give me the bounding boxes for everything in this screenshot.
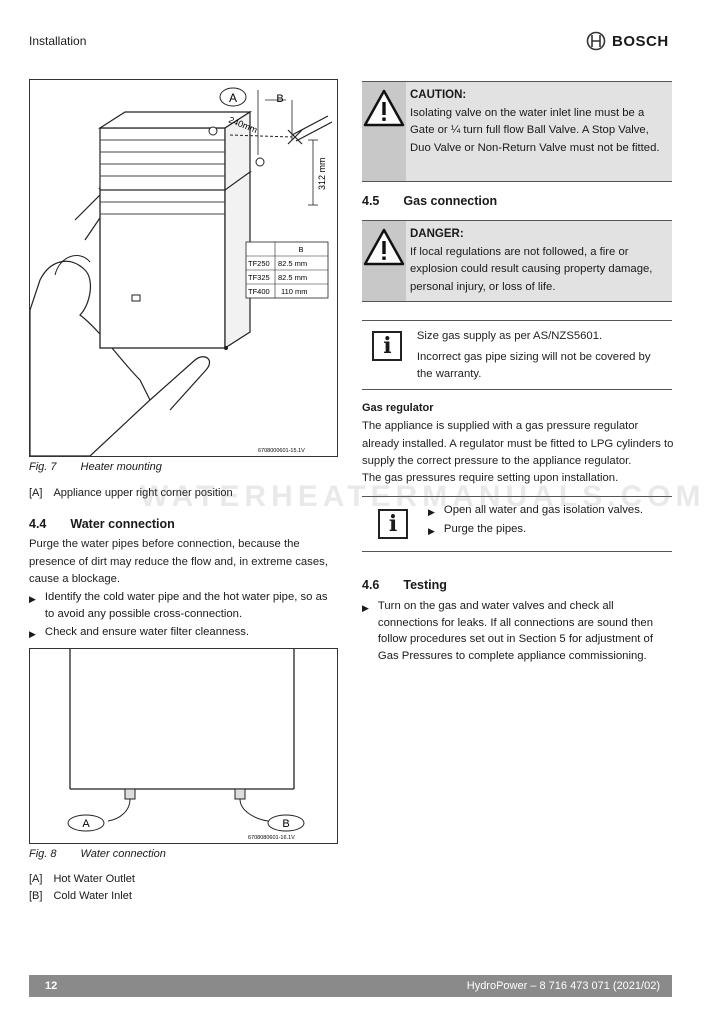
page-number: 12: [45, 980, 58, 992]
figure-title: Water connection: [80, 848, 166, 860]
bullet-arrow-icon: ▶: [362, 603, 369, 613]
legend-key: [B]: [29, 890, 43, 902]
info-icon: i: [372, 331, 403, 361]
bullet-item: ▶ Purge the pipes.: [428, 521, 643, 540]
danger-content: DANGER: If local regulations are not fol…: [406, 221, 672, 301]
table-value: 82.5 mm: [278, 273, 307, 282]
warning-triangle-icon: [363, 89, 405, 127]
table-model: TF250: [248, 259, 270, 268]
info-icon: i: [378, 509, 408, 539]
table-value: 82.5 mm: [278, 259, 307, 268]
info-icon-cell: i: [362, 321, 413, 389]
legend-item: [A] Hot Water Outlet: [29, 871, 135, 888]
dimension-table: B TF250 82.5 mm TF325 82.5 mm TF400 110 …: [245, 241, 329, 299]
warning-icon-cell: [362, 221, 406, 301]
document-reference: HydroPower – 8 716 473 071 (2021/02): [466, 980, 660, 992]
water-intro-paragraph: Purge the water pipes before connection,…: [29, 538, 328, 585]
section-number: 4.5: [362, 194, 380, 208]
warning-triangle-icon: [363, 228, 405, 266]
section-header: Installation: [29, 34, 87, 48]
figure-code: 6708000601-15.1V: [258, 448, 305, 454]
gas-regulator-paragraph: The gas pressures require setting upon i…: [362, 472, 619, 484]
bullet-text: Purge the pipes.: [443, 522, 527, 535]
info-box-purge: i ▶ Open all water and gas isolation val…: [362, 496, 672, 552]
legend-text: Appliance upper right corner position: [53, 487, 233, 499]
figure-8-frame: A B 6708080601-16.1V: [29, 648, 338, 844]
bullet-arrow-icon: ▶: [29, 594, 36, 604]
section-number: 4.6: [362, 578, 380, 592]
table-value: 110 mm: [281, 287, 308, 296]
figure-number: Fig. 7: [29, 461, 57, 473]
legend-item: [B] Cold Water Inlet: [29, 888, 132, 905]
bullet-item: ▶ Check and ensure water filter cleannes…: [29, 624, 339, 643]
caution-content: CAUTION: Isolating valve on the water in…: [406, 82, 672, 181]
figure-7-caption: Fig. 7 Heater mounting: [29, 461, 162, 473]
section-title: Testing: [403, 578, 447, 592]
caution-box: CAUTION: Isolating valve on the water in…: [362, 81, 672, 182]
table-model: TF400: [248, 287, 270, 296]
bullet-text: Identify the cold water pipe and the hot…: [44, 591, 328, 620]
bullet-arrow-icon: ▶: [428, 507, 435, 517]
warning-icon-cell: [362, 82, 406, 181]
danger-text: If local regulations are not followed, a…: [410, 245, 653, 293]
callout-a-label: A: [229, 91, 237, 105]
bullet-text: Open all water and gas isolation valves.: [443, 504, 643, 516]
gas-regulator-paragraph: The appliance is supplied with a gas pre…: [362, 420, 674, 467]
section-heading-4-4: 4.4 Water connection: [29, 517, 175, 531]
table-header: B: [298, 245, 303, 254]
bullet-item: ▶ Turn on the gas and water valves and c…: [362, 598, 674, 664]
watermark: WATERHEATERMANUALS.COM: [140, 480, 706, 513]
info-line: Size gas supply as per AS/NZS5601.: [416, 330, 603, 342]
callout-a-label: A: [82, 818, 90, 830]
brand-name: BOSCH: [612, 32, 669, 50]
heater-mounting-illustration: A B 240mm 312 mm B TF250 82.5 mm TF325 8…: [29, 87, 333, 457]
bullet-text: Check and ensure water filter cleanness.: [44, 626, 249, 638]
water-connection-illustration: A B 6708080601-16.1V: [67, 649, 305, 841]
legend-text: Cold Water Inlet: [53, 890, 132, 902]
legend-item: [A] Appliance upper right corner positio…: [29, 485, 233, 502]
figure-title: Heater mounting: [80, 461, 162, 473]
section-title: Water connection: [70, 517, 175, 531]
caution-title: CAUTION:: [410, 89, 467, 101]
bosch-armature-icon: [586, 31, 606, 51]
section-heading-4-6: 4.6 Testing: [362, 578, 447, 592]
callout-b-label: B: [282, 818, 289, 830]
info-line: Incorrect gas pipe sizing will not be co…: [416, 350, 651, 381]
figure-8-caption: Fig. 8 Water connection: [29, 848, 166, 860]
info-box-gas-supply: i Size gas supply as per AS/NZS5601. Inc…: [362, 320, 672, 390]
legend-key: [A]: [29, 873, 43, 885]
figure-number: Fig. 8: [29, 848, 57, 860]
dimension-312: 312 mm: [317, 157, 327, 190]
bullet-item: ▶ Identify the cold water pipe and the h…: [29, 589, 339, 622]
figure-7-frame: A B 240mm 312 mm B TF250 82.5 mm TF325 8…: [29, 79, 338, 457]
bullet-arrow-icon: ▶: [428, 525, 435, 536]
bullet-item: ▶ Open all water and gas isolation valve…: [428, 502, 643, 521]
section-heading-4-5: 4.5 Gas connection: [362, 194, 497, 208]
info-content: Size gas supply as per AS/NZS5601. Incor…: [413, 321, 672, 389]
danger-box: DANGER: If local regulations are not fol…: [362, 220, 672, 302]
section-number: 4.4: [29, 517, 47, 531]
legend-text: Hot Water Outlet: [53, 873, 135, 885]
section-title: Gas connection: [403, 194, 498, 208]
info-content: ▶ Open all water and gas isolation valve…: [424, 497, 651, 551]
danger-title: DANGER:: [410, 228, 464, 240]
page-footer: 12 HydroPower – 8 716 473 071 (2021/02): [29, 975, 672, 997]
legend-key: [A]: [29, 487, 43, 499]
bullet-arrow-icon: ▶: [29, 629, 36, 639]
figure-code: 6708080601-16.1V: [248, 835, 295, 841]
bullet-text: Turn on the gas and water valves and che…: [377, 600, 653, 662]
callout-b-label: B: [276, 93, 283, 105]
brand-logo: BOSCH: [586, 31, 669, 51]
caution-text: Isolating valve on the water inlet line …: [410, 106, 660, 154]
gas-regulator-title: Gas regulator: [362, 402, 434, 414]
info-icon-cell: i: [362, 497, 424, 551]
table-model: TF325: [248, 273, 270, 282]
